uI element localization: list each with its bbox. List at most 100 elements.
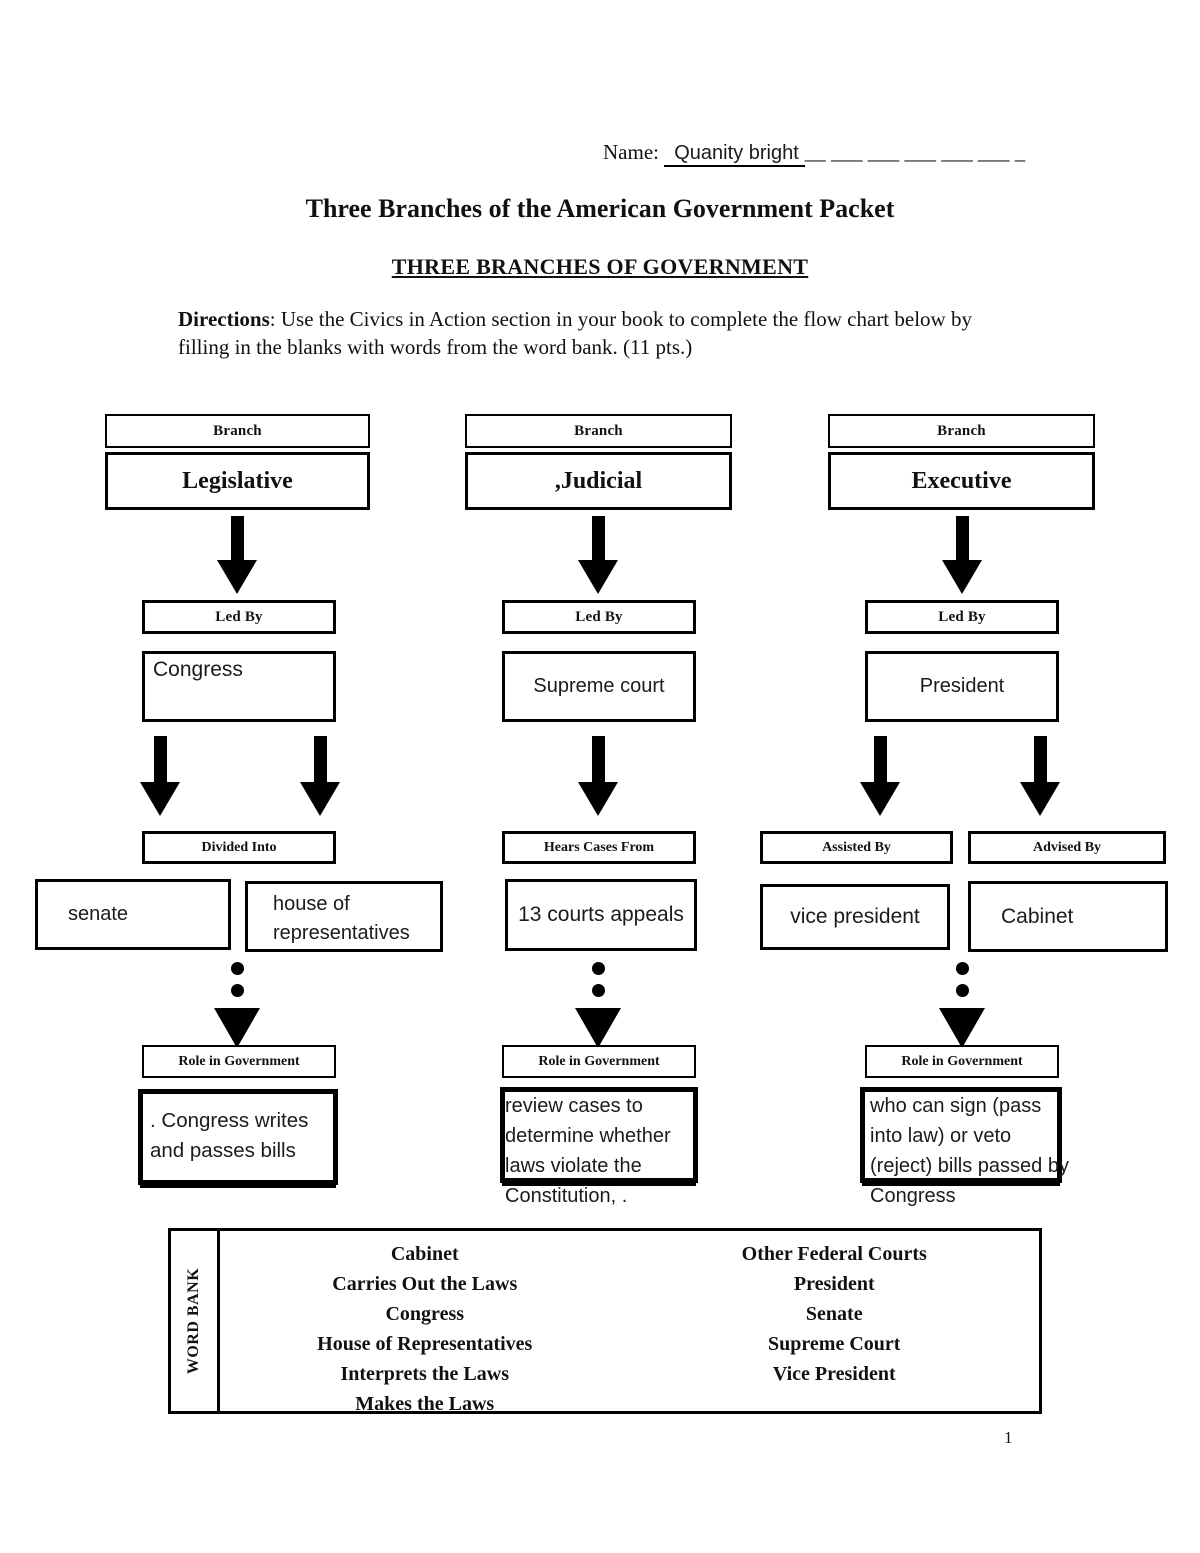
down-arrow-icon [860,736,900,816]
led-by-answer-text: President [919,675,1005,697]
led-by-answer-text: Congress [153,658,243,681]
dotted-down-arrow-icon [214,962,260,1048]
branch-answer-legislative: Legislative [105,452,370,510]
led-by-answer-executive: President [865,651,1059,722]
courts-appeals-answer-text: 13 courts appeals [518,903,684,926]
assisted-by-label: Assisted By [822,839,891,855]
word-bank-left-column: Cabinet Carries Out the Laws Congress Ho… [220,1239,630,1415]
role-answer-judicial: review cases to determine whether laws v… [505,1091,671,1211]
led-by-label: Led By [575,608,623,625]
branch-label-box-legislative: Branch [105,414,370,448]
cabinet-answer-box: Cabinet [968,881,1168,952]
senate-answer-text: senate [68,903,129,925]
led-by-answer-text: Supreme court [533,675,665,697]
role-answer-legislative: . Congress writes and passes bills [150,1106,308,1166]
word-bank-label-strip: WORD BANK [171,1231,220,1411]
down-arrow-icon [942,516,982,594]
directions: Directions: Use the Civics in Action sec… [178,306,983,361]
branch-label: Branch [574,422,623,439]
role-answer-box-judicial [500,1087,698,1183]
directions-label: Directions [178,307,270,331]
down-arrow-icon [140,736,180,816]
role-answer-line: Congress [870,1185,956,1207]
word-bank-term: Makes the Laws [355,1393,495,1415]
vice-president-answer-box: vice president [760,884,950,950]
branch-label-box-judicial: Branch [465,414,732,448]
name-label: Name: [603,140,659,164]
led-by-answer-judicial: Supreme court [502,651,696,722]
branch-label: Branch [937,422,986,439]
word-bank-term: Interprets the Laws [340,1363,509,1385]
word-bank-term: House of Representatives [317,1333,533,1355]
senate-answer-box: senate [35,879,231,950]
section-heading: THREE BRANCHES OF GOVERNMENT [391,254,809,279]
down-arrow-icon [578,516,618,594]
led-by-label-box-executive: Led By [865,600,1059,634]
led-by-label-box-judicial: Led By [502,600,696,634]
word-bank-label: WORD BANK [185,1267,202,1375]
word-bank-term: Other Federal Courts [741,1243,927,1265]
branch-label-box-executive: Branch [828,414,1095,448]
word-bank-term: Cabinet [390,1243,459,1265]
down-arrow-icon [300,736,340,816]
word-bank: WORD BANK Cabinet Carries Out the Laws C… [168,1228,1042,1415]
dotted-down-arrow-icon [939,962,985,1048]
role-answer-line: . Congress writes [150,1109,309,1132]
vice-president-answer-text: vice president [790,905,920,928]
dotted-down-arrow-icon [575,962,621,1048]
role-label-box-executive: Role in Government [865,1045,1059,1078]
word-bank-term: Congress [385,1303,465,1325]
role-answer-line: into law) or veto [870,1125,1012,1147]
word-bank-term: President [793,1273,875,1295]
role-answer-line: determine whether [505,1125,671,1147]
advised-by-label-box: Advised By [968,831,1166,864]
house-answer-text: house of representatives [273,893,410,944]
role-label-box-legislative: Role in Government [142,1045,336,1078]
role-answer-executive: who can sign (pass into law) or veto (re… [870,1091,1069,1211]
led-by-label: Led By [215,608,263,625]
word-bank-term: Senate [805,1303,863,1325]
led-by-label: Led By [938,608,986,625]
led-by-label-box-legislative: Led By [142,600,336,634]
word-bank-terms: Cabinet Carries Out the Laws Congress Ho… [220,1231,1040,1415]
house-answer-box: house of representatives [245,881,443,952]
divided-into-label: Divided Into [201,839,277,855]
branch-answer-executive: Executive [828,452,1095,510]
branch-answer-judicial: ,Judicial [465,452,732,510]
role-answer-line: review cases to [505,1095,643,1117]
hears-cases-label: Hears Cases From [543,839,655,855]
role-label-box-judicial: Role in Government [502,1045,696,1078]
word-bank-term: Supreme Court [768,1333,901,1355]
branch-label: Branch [213,422,262,439]
role-answer-line: Constitution, . [505,1185,628,1207]
directions-text: : Use the Civics in Action section in yo… [178,307,972,359]
role-answer-line: and passes bills [150,1139,296,1162]
courts-appeals-answer-box: 13 courts appeals [505,879,697,951]
role-answer-line: who can sign (pass [870,1095,1042,1117]
led-by-answer-legislative: Congress [142,651,336,722]
role-answer-box-legislative [138,1089,338,1185]
cabinet-answer-text: Cabinet [1001,904,1074,928]
role-label: Role in Government [178,1053,300,1069]
page-number: 1 [1004,1428,1013,1447]
down-arrow-icon [578,736,618,816]
branch-answer-text: Executive [911,467,1012,494]
role-label: Role in Government [901,1053,1023,1069]
down-arrow-icon [1020,736,1060,816]
name-blank-line: __ ___ ___ ___ ___ ___ _ [804,140,1026,164]
advised-by-label: Advised By [1032,839,1102,855]
divided-into-label-box: Divided Into [142,831,336,864]
word-bank-term: Vice President [772,1363,896,1385]
role-answer-box-executive [860,1087,1062,1183]
role-answer-line: (reject) bills passed by [870,1155,1069,1177]
branch-answer-text: Legislative [182,467,293,494]
assisted-by-label-box: Assisted By [760,831,953,864]
word-bank-right-column: Other Federal Courts President Senate Su… [630,1239,1040,1411]
name-line: Name: Quanity bright__ ___ ___ ___ ___ _… [603,140,1026,167]
page-title: Three Branches of the American Governmen… [305,194,895,223]
word-bank-term: Carries Out the Laws [332,1273,518,1295]
hears-cases-label-box: Hears Cases From [502,831,696,864]
branch-answer-text: ,Judicial [554,467,643,494]
name-value: Quanity bright [664,142,805,167]
